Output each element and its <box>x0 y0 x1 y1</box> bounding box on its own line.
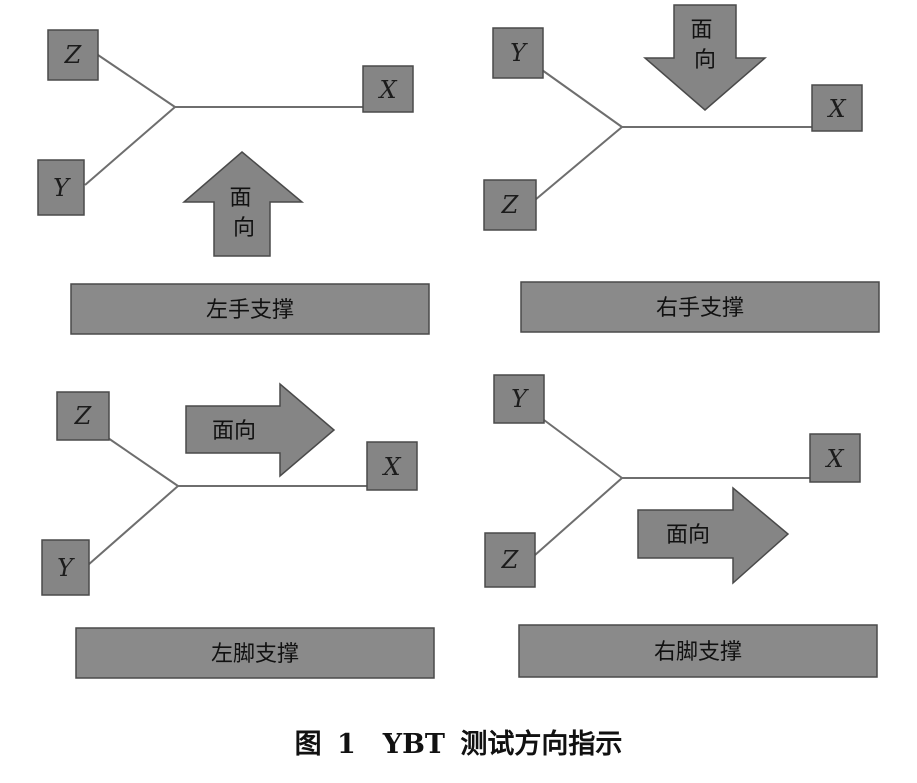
facing-arrow-down: 面 向 <box>642 4 768 111</box>
axis-box-bottom: Y <box>37 159 85 216</box>
arrow-label: 面向 <box>666 523 710 548</box>
axis-line-top <box>97 54 176 108</box>
axis-line-top <box>541 69 623 128</box>
panel-right-foot: Y Z X 面向 右脚支撑 <box>484 374 878 678</box>
axis-line-bottom <box>534 126 623 201</box>
caption-label: 右手支撑 <box>656 296 744 321</box>
arrow-label-char-2: 向 <box>694 48 716 73</box>
axis-box-right: X <box>811 84 863 132</box>
arrow-label-char-1: 面 <box>229 186 251 211</box>
axis-box-top: Y <box>492 27 544 79</box>
axis-label-right: X <box>381 453 401 481</box>
axis-line-bottom <box>84 106 176 186</box>
axis-label-top: Z <box>64 41 83 69</box>
axis-label-bottom: Z <box>501 546 520 574</box>
axis-label-right: X <box>826 95 846 123</box>
facing-arrow-up: 面 向 <box>181 151 305 257</box>
axis-line-top <box>107 437 179 487</box>
arrow-label: 面 向 <box>690 18 719 73</box>
axis-box-top: Z <box>56 391 110 441</box>
caption-bar-right-hand: 右手支撑 <box>520 281 880 333</box>
axis-line-top <box>543 419 623 479</box>
facing-arrow-right: 面向 <box>637 486 790 585</box>
axis-label-bottom: Y <box>53 174 71 202</box>
axis-line-bottom <box>87 485 179 566</box>
panel-right-hand: Y Z X 面 向 右手支撑 <box>483 4 880 333</box>
axis-label-top: Y <box>511 385 529 413</box>
caption-label: 左手支撑 <box>206 298 294 323</box>
caption-label: 右脚支撑 <box>654 640 742 665</box>
axis-box-bottom: Z <box>483 179 537 231</box>
axis-box-top: Z <box>47 29 99 81</box>
axis-label-bottom: Y <box>57 554 75 582</box>
axis-box-right: X <box>366 441 418 491</box>
panel-left-hand: Z Y X 面 向 左手支撑 <box>37 29 430 335</box>
caption-bar-left-foot: 左脚支撑 <box>75 627 435 679</box>
caption-bar-left-hand: 左手支撑 <box>70 283 430 335</box>
facing-arrow-right: 面向 <box>185 382 336 478</box>
caption-label: 左脚支撑 <box>211 642 299 667</box>
axis-box-right: X <box>362 65 414 113</box>
arrow-label: 面向 <box>212 419 256 444</box>
arrow-label-char-2: 向 <box>233 216 255 241</box>
axis-label-right: X <box>824 445 844 473</box>
arrow-label-char-1: 面 <box>690 18 712 43</box>
axis-label-bottom: Z <box>501 191 520 219</box>
axis-label-top: Y <box>510 39 528 67</box>
axis-line-bottom <box>534 477 623 556</box>
axis-label-right: X <box>377 76 397 104</box>
axis-box-bottom: Z <box>484 532 536 588</box>
axis-box-right: X <box>809 433 861 483</box>
axis-box-top: Y <box>493 374 545 424</box>
axis-label-top: Z <box>74 402 93 430</box>
figure-caption: 图 1 YBT 测试方向指示 <box>294 729 623 760</box>
panel-left-foot: Z Y X 面向 左脚支撑 <box>41 382 435 679</box>
axis-box-bottom: Y <box>41 539 90 596</box>
caption-bar-right-foot: 右脚支撑 <box>518 624 878 678</box>
arrow-label: 面 向 <box>229 186 258 241</box>
